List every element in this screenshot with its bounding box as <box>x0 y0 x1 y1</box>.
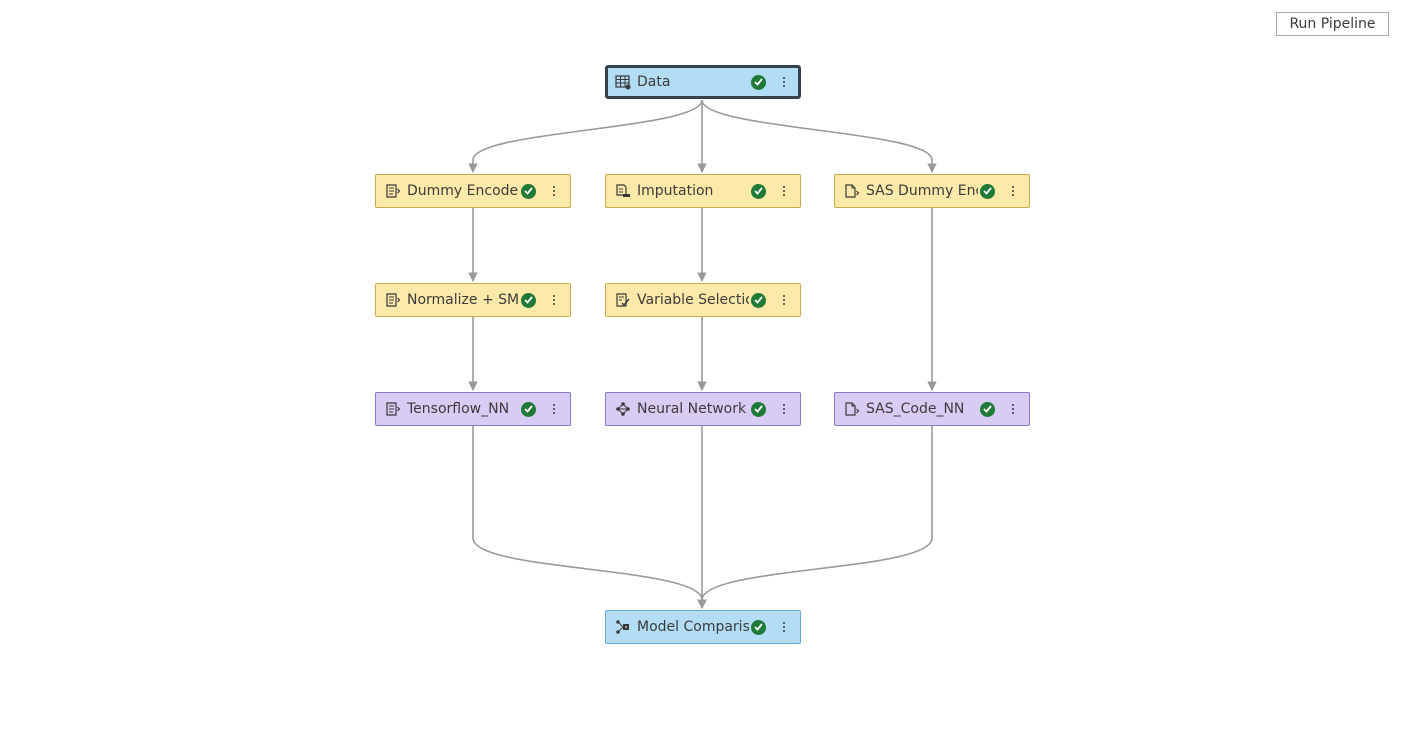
edge-data-to-dummy-encode <box>468 99 703 173</box>
code-file-icon <box>385 401 401 417</box>
status-completed-icon <box>751 292 766 308</box>
sas-code-icon <box>844 183 860 199</box>
node-data[interactable]: Data <box>605 65 801 99</box>
node-sas-dummy-enc[interactable]: SAS Dummy Enc <box>834 174 1030 208</box>
node-menu-button[interactable] <box>546 290 562 310</box>
status-completed-icon <box>521 401 536 417</box>
node-imputation[interactable]: Imputation <box>605 174 801 208</box>
node-menu-button[interactable] <box>776 181 792 201</box>
node-menu-button[interactable] <box>776 72 792 92</box>
status-completed-icon <box>521 183 536 199</box>
imputation-icon <box>615 183 631 199</box>
run-pipeline-button[interactable]: Run Pipeline <box>1276 12 1389 36</box>
node-label: SAS Dummy Enc <box>866 183 978 199</box>
node-label: Data <box>637 74 671 90</box>
node-dummy-encode[interactable]: Dummy Encode <box>375 174 571 208</box>
status-completed-icon <box>751 401 766 417</box>
node-menu-button[interactable] <box>1005 181 1021 201</box>
node-tensorflow-nn[interactable]: Tensorflow_NN <box>375 392 571 426</box>
node-menu-button[interactable] <box>546 399 562 419</box>
node-label: Neural Network <box>637 401 747 417</box>
neural-network-icon <box>615 401 631 417</box>
variable-selection-icon <box>615 292 631 308</box>
node-model-comparison[interactable]: Model Comparis <box>605 610 801 644</box>
status-completed-icon <box>980 183 995 199</box>
node-label: Dummy Encode <box>407 183 519 199</box>
status-completed-icon <box>521 292 536 308</box>
node-label: Tensorflow_NN <box>407 401 510 417</box>
node-neural-network[interactable]: Neural Network <box>605 392 801 426</box>
model-comparison-icon <box>615 619 631 635</box>
node-label: Normalize + SM. <box>407 292 519 308</box>
node-menu-button[interactable] <box>776 617 792 637</box>
edge-data-to-sas-dummy-enc <box>701 99 937 173</box>
table-icon <box>615 74 631 90</box>
node-sas-code-nn[interactable]: SAS_Code_NN <box>834 392 1030 426</box>
status-completed-icon <box>751 183 766 199</box>
node-label: Variable Selectio <box>637 292 749 308</box>
code-file-icon <box>385 292 401 308</box>
node-menu-button[interactable] <box>776 290 792 310</box>
node-menu-button[interactable] <box>776 399 792 419</box>
node-label: Model Comparis <box>637 619 749 635</box>
node-normalize[interactable]: Normalize + SM. <box>375 283 571 317</box>
sas-code-icon <box>844 401 860 417</box>
node-menu-button[interactable] <box>1005 399 1021 419</box>
edge-tensorflow-nn-to-model-comparison <box>472 426 707 609</box>
status-completed-icon <box>980 401 995 417</box>
node-menu-button[interactable] <box>546 181 562 201</box>
status-completed-icon <box>751 619 766 635</box>
node-label: Imputation <box>637 183 714 199</box>
code-file-icon <box>385 183 401 199</box>
node-label: SAS_Code_NN <box>866 401 965 417</box>
edge-sas-code-nn-to-model-comparison <box>697 426 933 609</box>
node-variable-selection[interactable]: Variable Selectio <box>605 283 801 317</box>
status-completed-icon <box>751 74 766 90</box>
